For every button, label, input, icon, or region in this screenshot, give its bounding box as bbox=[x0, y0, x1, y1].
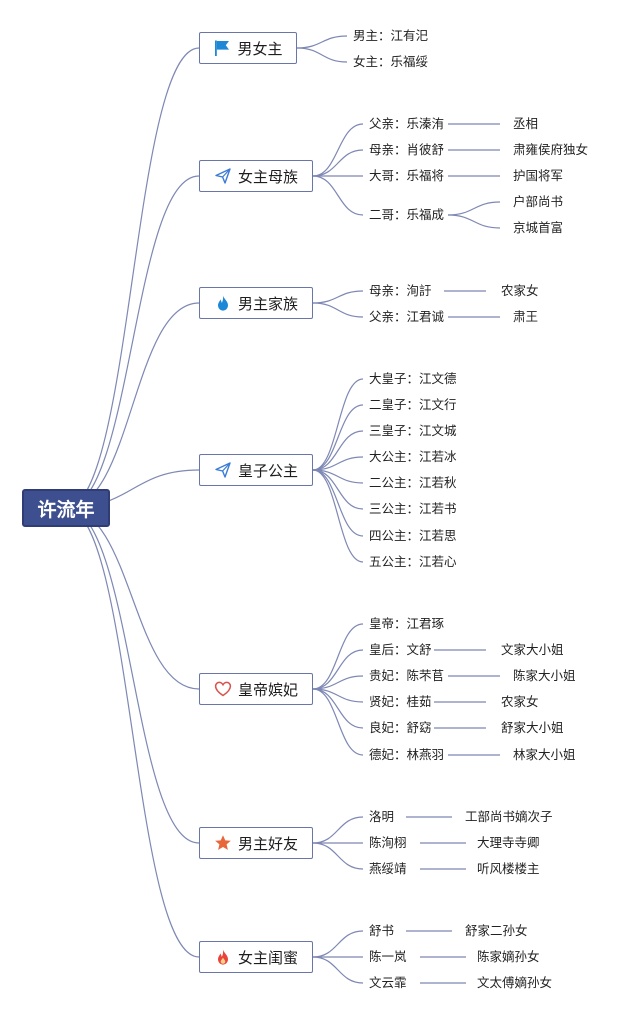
branch-item-connector bbox=[312, 404, 364, 471]
leaf-item[interactable]: 大哥：乐福将 bbox=[369, 168, 445, 183]
leaf-item[interactable]: 父亲：江君诚 bbox=[369, 309, 445, 324]
leaf-item[interactable]: 女主：乐福绥 bbox=[353, 54, 429, 69]
branch-item-connector bbox=[312, 623, 364, 690]
branch-item-connector bbox=[312, 816, 364, 844]
leaf-item[interactable]: 母亲：洵訏 bbox=[369, 283, 432, 298]
branch-princes-princesses[interactable]: 皇子公主 bbox=[199, 454, 313, 486]
leaf-item[interactable]: 男主：江有汜 bbox=[353, 28, 429, 43]
leaf-item[interactable]: 五公主：江若心 bbox=[369, 554, 457, 569]
leaf-item[interactable]: 二公主：江若秋 bbox=[369, 475, 457, 490]
branch-label: 皇帝嫔妃 bbox=[237, 680, 298, 699]
branch-item-connector bbox=[312, 290, 364, 304]
flame-icon bbox=[214, 294, 232, 312]
branch-item-connector bbox=[312, 842, 364, 870]
leaf-item[interactable]: 三公主：江若书 bbox=[369, 501, 457, 516]
leaf-item[interactable]: 皇帝：江君琢 bbox=[369, 616, 445, 631]
detail-item[interactable]: 文家大小姐 bbox=[501, 642, 564, 657]
detail-item[interactable]: 京城首富 bbox=[513, 220, 564, 235]
flag-icon bbox=[213, 39, 231, 57]
branch-item-connector bbox=[312, 456, 364, 471]
detail-item[interactable]: 农家女 bbox=[501, 283, 539, 298]
branch-item-connector bbox=[312, 469, 364, 510]
branch-emperor-consorts[interactable]: 皇帝嫔妃 bbox=[199, 673, 313, 705]
branch-heroine-family[interactable]: 女主母族 bbox=[199, 160, 313, 192]
root-topic[interactable]: 许流年 bbox=[22, 489, 110, 527]
fire-icon bbox=[214, 948, 232, 966]
branch-item-connector bbox=[296, 35, 348, 49]
star-icon bbox=[214, 834, 232, 852]
item-detail-connector bbox=[447, 214, 501, 229]
branch-hero-friends[interactable]: 男主好友 bbox=[199, 827, 313, 859]
detail-item[interactable]: 肃雍侯府独女 bbox=[513, 142, 589, 157]
root-branch-connector bbox=[65, 302, 200, 509]
branch-hero-family[interactable]: 男主家族 bbox=[199, 287, 313, 319]
branch-item-connector bbox=[296, 47, 348, 63]
detail-item[interactable]: 舒家二孙女 bbox=[465, 923, 528, 938]
leaf-item[interactable]: 大公主：江若冰 bbox=[369, 449, 457, 464]
branch-label: 男主家族 bbox=[237, 294, 298, 313]
leaf-item[interactable]: 母亲：肖彼舒 bbox=[369, 142, 445, 157]
leaf-item[interactable]: 皇后：文舒 bbox=[369, 642, 432, 657]
detail-item[interactable]: 工部尚书嫡次子 bbox=[465, 809, 553, 824]
heart-icon bbox=[214, 680, 232, 698]
root-branch-connector bbox=[65, 47, 200, 509]
leaf-item[interactable]: 四公主：江若思 bbox=[369, 528, 457, 543]
branch-label: 男女主 bbox=[237, 39, 283, 58]
detail-item[interactable]: 文太傅嫡孙女 bbox=[477, 975, 553, 990]
leaf-item[interactable]: 舒书 bbox=[369, 923, 395, 938]
branch-item-connector bbox=[312, 675, 364, 690]
root-branch-connector bbox=[65, 507, 200, 844]
leaf-item[interactable]: 文云霏 bbox=[369, 975, 407, 990]
leaf-item[interactable]: 父亲：乐溱洧 bbox=[369, 116, 445, 131]
detail-item[interactable]: 陈家大小姐 bbox=[513, 668, 576, 683]
branch-item-connector bbox=[312, 149, 364, 177]
branch-item-connector bbox=[312, 469, 364, 563]
branch-item-connector bbox=[312, 378, 364, 471]
leaf-item[interactable]: 陈洵栩 bbox=[369, 835, 407, 850]
leaf-item[interactable]: 三皇子：江文城 bbox=[369, 423, 457, 438]
branch-label: 女主母族 bbox=[237, 167, 298, 186]
leaf-item[interactable]: 陈一岚 bbox=[369, 949, 407, 964]
leaf-item[interactable]: 贵妃：陈芣苢 bbox=[369, 668, 445, 683]
detail-item[interactable]: 林家大小姐 bbox=[513, 747, 576, 762]
root-branch-connector bbox=[65, 175, 200, 509]
leaf-item[interactable]: 二哥：乐福成 bbox=[369, 207, 445, 222]
detail-item[interactable]: 户部尚书 bbox=[513, 194, 564, 209]
detail-item[interactable]: 农家女 bbox=[501, 694, 539, 709]
detail-item[interactable]: 陈家嫡孙女 bbox=[477, 949, 540, 964]
branch-item-connector bbox=[312, 688, 364, 729]
detail-item[interactable]: 大理寺寺卿 bbox=[477, 835, 540, 850]
detail-item[interactable]: 舒家大小姐 bbox=[501, 720, 564, 735]
branch-item-connector bbox=[312, 649, 364, 690]
branch-item-connector bbox=[312, 930, 364, 958]
root-branch-connector bbox=[65, 507, 200, 958]
detail-item[interactable]: 肃王 bbox=[513, 309, 539, 324]
root-branch-connector bbox=[65, 507, 200, 690]
leaf-item[interactable]: 良妃：舒窈 bbox=[369, 720, 432, 735]
branch-label: 女主闺蜜 bbox=[237, 948, 298, 967]
leaf-item[interactable]: 德妃：林燕羽 bbox=[369, 747, 445, 762]
branch-item-connector bbox=[312, 302, 364, 318]
branch-male-female-leads[interactable]: 男女主 bbox=[199, 32, 297, 64]
branch-label: 男主好友 bbox=[237, 834, 298, 853]
paper-plane-icon bbox=[214, 461, 232, 479]
leaf-item[interactable]: 燕绥靖 bbox=[369, 861, 407, 876]
branch-item-connector bbox=[312, 469, 364, 537]
branch-item-connector bbox=[312, 175, 364, 216]
detail-item[interactable]: 听风楼楼主 bbox=[477, 861, 540, 876]
leaf-item[interactable]: 二皇子：江文行 bbox=[369, 397, 457, 412]
leaf-item[interactable]: 大皇子：江文德 bbox=[369, 371, 457, 386]
branch-heroine-bestfriends[interactable]: 女主闺蜜 bbox=[199, 941, 313, 973]
detail-item[interactable]: 丞相 bbox=[513, 116, 539, 131]
branch-label: 皇子公主 bbox=[237, 461, 298, 480]
leaf-item[interactable]: 洛明 bbox=[369, 809, 395, 824]
branch-item-connector bbox=[312, 956, 364, 984]
leaf-item[interactable]: 贤妃：桂茹 bbox=[369, 694, 432, 709]
paper-plane-icon bbox=[214, 167, 232, 185]
branch-item-connector bbox=[312, 688, 364, 756]
branch-item-connector bbox=[312, 123, 364, 177]
item-detail-connector bbox=[447, 201, 501, 216]
branch-item-connector bbox=[312, 430, 364, 471]
detail-item[interactable]: 护国将军 bbox=[513, 168, 564, 183]
